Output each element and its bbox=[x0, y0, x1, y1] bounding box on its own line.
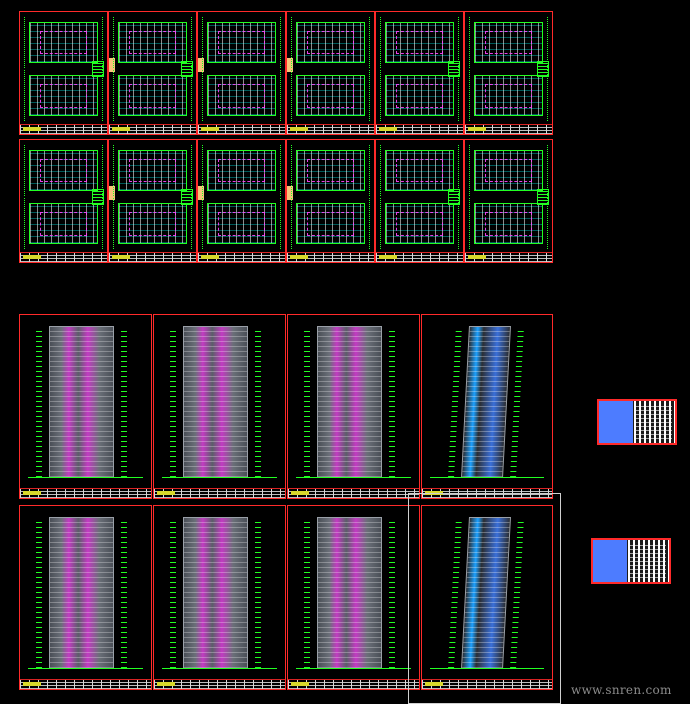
ground-line bbox=[295, 667, 412, 669]
floor-plan-drawing bbox=[201, 144, 281, 196]
title-block bbox=[465, 124, 552, 134]
floor-plan-drawing bbox=[290, 16, 370, 68]
floor-plan-sheet[interactable] bbox=[19, 11, 108, 135]
watermark-text: www.snren.com bbox=[571, 683, 672, 697]
detail-drawing-thumbnail[interactable] bbox=[597, 399, 677, 445]
building-side-elevation bbox=[460, 325, 511, 478]
elevation-sheet[interactable] bbox=[19, 505, 152, 690]
title-block bbox=[20, 488, 151, 498]
building-elevation bbox=[303, 325, 395, 478]
legend-box bbox=[92, 188, 104, 205]
floor-plan-drawing bbox=[379, 70, 459, 122]
floor-plan-drawing bbox=[468, 144, 548, 196]
floor-plan-drawing bbox=[201, 198, 281, 250]
title-block bbox=[198, 252, 285, 262]
sheet-stamp bbox=[287, 58, 293, 73]
ground-line bbox=[161, 476, 278, 478]
detail-drawing-thumbnail[interactable] bbox=[591, 538, 671, 584]
floor-plan-drawing bbox=[468, 70, 548, 122]
floor-plan-drawing bbox=[23, 16, 103, 68]
elevation-sheet[interactable] bbox=[287, 314, 420, 499]
title-block bbox=[287, 124, 374, 134]
floor-plan-drawing bbox=[201, 16, 281, 68]
title-block bbox=[376, 252, 463, 262]
elevation-sheet[interactable] bbox=[19, 314, 152, 499]
floor-plan-drawing bbox=[23, 198, 103, 250]
floor-plan-drawing bbox=[112, 144, 192, 196]
title-block bbox=[288, 488, 419, 498]
sheet-stamp bbox=[109, 186, 115, 201]
elevation-sheet[interactable] bbox=[421, 314, 553, 499]
title-block bbox=[109, 124, 196, 134]
elevation-sheet[interactable] bbox=[153, 314, 286, 499]
floor-plan-sheet[interactable] bbox=[464, 11, 553, 135]
floor-plan-sheet[interactable] bbox=[19, 139, 108, 263]
legend-box bbox=[448, 60, 460, 77]
title-block bbox=[154, 679, 285, 689]
title-block bbox=[288, 679, 419, 689]
title-block bbox=[465, 252, 552, 262]
legend-box bbox=[181, 60, 193, 77]
floor-plan-sheet[interactable] bbox=[286, 11, 375, 135]
title-block bbox=[20, 252, 107, 262]
building-elevation bbox=[35, 516, 127, 669]
title-block bbox=[287, 252, 374, 262]
legend-box bbox=[92, 60, 104, 77]
ground-line bbox=[27, 476, 144, 478]
title-block bbox=[422, 679, 552, 689]
floor-plan-sheet[interactable] bbox=[464, 139, 553, 263]
title-block bbox=[20, 124, 107, 134]
building-elevation bbox=[303, 516, 395, 669]
floor-plan-drawing bbox=[112, 198, 192, 250]
floor-plan-sheet[interactable] bbox=[108, 11, 197, 135]
title-block bbox=[20, 679, 151, 689]
sheet-stamp bbox=[109, 58, 115, 73]
ground-line bbox=[27, 667, 144, 669]
legend-box bbox=[181, 188, 193, 205]
ground-line bbox=[429, 667, 545, 669]
title-block bbox=[109, 252, 196, 262]
floor-plan-drawing bbox=[290, 198, 370, 250]
title-block bbox=[422, 488, 552, 498]
floor-plan-drawing bbox=[290, 144, 370, 196]
legend-box bbox=[448, 188, 460, 205]
floor-plan-drawing bbox=[201, 70, 281, 122]
floor-plan-sheet[interactable] bbox=[108, 139, 197, 263]
building-elevation bbox=[35, 325, 127, 478]
sheet-stamp bbox=[198, 58, 204, 73]
sheet-stamp bbox=[198, 186, 204, 201]
floor-plan-sheet[interactable] bbox=[375, 139, 464, 263]
building-elevation bbox=[169, 516, 261, 669]
sheet-stamp bbox=[287, 186, 293, 201]
elevation-sheet[interactable] bbox=[287, 505, 420, 690]
floor-plan-drawing bbox=[468, 16, 548, 68]
building-elevation bbox=[169, 325, 261, 478]
floor-plan-drawing bbox=[112, 16, 192, 68]
building-side-elevation bbox=[460, 516, 511, 669]
floor-plan-drawing bbox=[23, 70, 103, 122]
legend-box bbox=[537, 188, 549, 205]
floor-plan-drawing bbox=[23, 144, 103, 196]
legend-box bbox=[537, 60, 549, 77]
floor-plan-sheet[interactable] bbox=[375, 11, 464, 135]
title-block bbox=[154, 488, 285, 498]
title-block bbox=[198, 124, 285, 134]
ground-line bbox=[295, 476, 412, 478]
floor-plan-drawing bbox=[290, 70, 370, 122]
title-block bbox=[376, 124, 463, 134]
ground-line bbox=[429, 476, 545, 478]
floor-plan-drawing bbox=[379, 198, 459, 250]
floor-plan-sheet[interactable] bbox=[286, 139, 375, 263]
elevation-sheet[interactable] bbox=[153, 505, 286, 690]
floor-plan-drawing bbox=[112, 70, 192, 122]
floor-plan-sheet[interactable] bbox=[197, 11, 286, 135]
floor-plan-drawing bbox=[379, 144, 459, 196]
floor-plan-drawing bbox=[379, 16, 459, 68]
floor-plan-drawing bbox=[468, 198, 548, 250]
floor-plan-sheet[interactable] bbox=[197, 139, 286, 263]
elevation-sheet[interactable] bbox=[421, 505, 553, 690]
ground-line bbox=[161, 667, 278, 669]
